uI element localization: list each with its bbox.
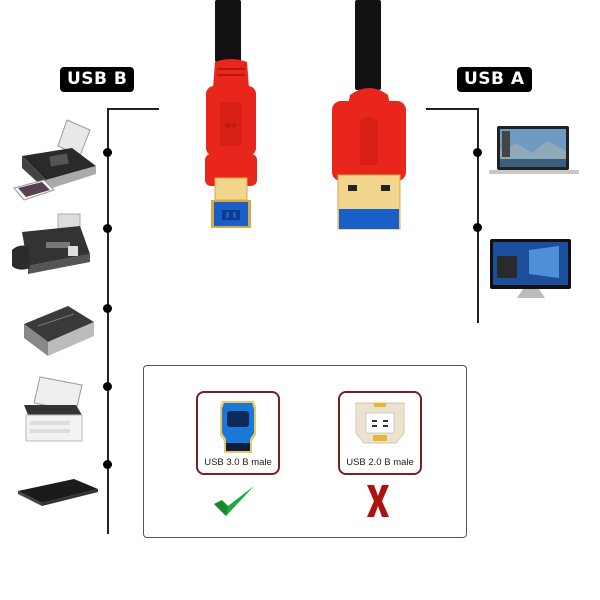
usb-b-plug-icon: ↔ — [205, 59, 257, 228]
usb-b-cable — [215, 0, 241, 62]
comparison-panel: USB 3.0 B male USB 2.0 B male — [143, 365, 467, 538]
usb-b-label: USB B — [60, 67, 135, 92]
left-node-dot — [103, 382, 112, 391]
usb-a-plug — [330, 85, 408, 230]
right-connector-line — [426, 108, 479, 110]
right-node-dot — [473, 148, 482, 157]
printer-icon — [12, 118, 97, 208]
x-mark-icon — [367, 485, 389, 517]
usb3-b-connector-icon — [220, 401, 256, 453]
usb-a-cable — [355, 0, 381, 90]
left-node-dot — [103, 224, 112, 233]
usb2-b-card: USB 2.0 B male — [338, 391, 422, 475]
laptop-icon — [487, 125, 581, 182]
left-trunk-line — [107, 108, 109, 534]
left-node-dot — [103, 304, 112, 313]
usb-a-plug-icon — [332, 88, 406, 230]
left-node-dot — [103, 460, 112, 469]
right-node-dot — [473, 223, 482, 232]
optical-drive-icon — [16, 475, 100, 512]
usb-a-label: USB A — [457, 67, 532, 92]
usb2-b-connector-icon — [355, 402, 405, 444]
monitor-icon — [489, 238, 573, 305]
left-connector-line — [107, 108, 159, 110]
right-trunk-line — [477, 108, 479, 323]
check-mark-icon — [214, 486, 254, 516]
scanner-icon — [18, 298, 98, 363]
usb-b-plug: ↔ — [205, 58, 257, 233]
svg-text:↔: ↔ — [225, 118, 237, 134]
mfp-icon — [20, 375, 90, 448]
usb3-b-card: USB 3.0 B male — [196, 391, 280, 475]
usb3-b-label: USB 3.0 B male — [204, 457, 272, 468]
usb2-b-label: USB 2.0 B male — [346, 457, 414, 468]
fax-icon — [8, 210, 93, 285]
left-node-dot — [103, 148, 112, 157]
